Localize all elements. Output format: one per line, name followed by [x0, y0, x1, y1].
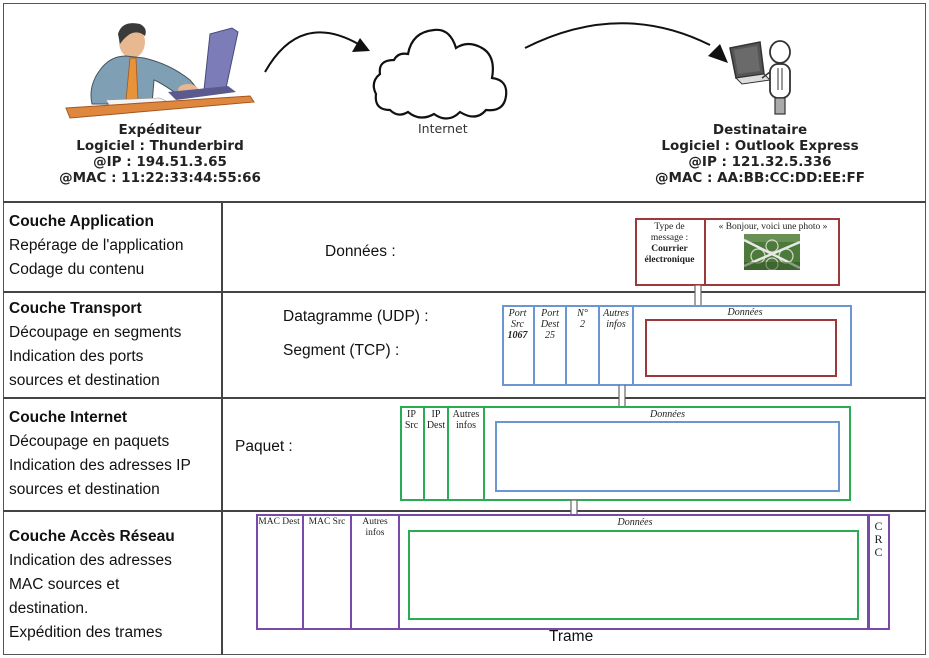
encapsulated-segment: [495, 421, 840, 492]
network-frame-box: [256, 514, 870, 630]
diagram-frame: [3, 3, 926, 655]
receiver-info: Destinataire Logiciel : Outlook Express …: [640, 122, 880, 186]
encapsulated-packet: [408, 530, 859, 620]
layer-title: Couche Application: [9, 213, 154, 230]
header-field-mac-src: MAC Src: [304, 514, 352, 630]
message-content-text: « Bonjour, voici une photo »: [718, 222, 828, 232]
receiver-ip: @IP : 121.32.5.336: [688, 154, 832, 170]
header-field-other-info: Autres infos: [600, 305, 634, 386]
arrow-head-icon: [708, 44, 728, 63]
column-divider: [221, 201, 223, 655]
receiver-role: Destinataire: [712, 122, 808, 138]
message-type-field: Type de message : Courrier électronique: [635, 218, 706, 286]
header-field-ip-src: IP Src: [400, 406, 425, 501]
layer-title: Couche Transport: [9, 300, 142, 317]
encapsulated-application-data: [645, 319, 837, 377]
payload-label: Données: [617, 517, 653, 528]
sender-role: Expéditeur: [118, 122, 202, 138]
layer-transport: Couche Transport Découpage en segments I…: [9, 297, 181, 393]
header-field-mac-dest: MAC Dest: [256, 514, 304, 630]
sender-info: Expéditeur Logiciel : Thunderbird @IP : …: [40, 122, 280, 186]
layer-desc-line: destination.: [9, 600, 89, 617]
trailer-field-crc: C R C: [867, 514, 890, 630]
layer-desc-line: sources et destination: [9, 481, 160, 498]
person-at-laptop-icon: [65, 23, 255, 119]
header-field-src-port: Port Src 1067: [502, 305, 535, 386]
layer-desc-line: Repérage de l'application: [9, 237, 184, 254]
header-field-ip-dest: IP Dest: [425, 406, 449, 501]
pdu-label-paquet: Paquet :: [235, 438, 293, 455]
layer-internet: Couche Internet Découpage en paquets Ind…: [9, 406, 191, 502]
row-divider: [3, 291, 926, 293]
header-field-other-info: Autres infos: [449, 406, 485, 501]
layer-desc-line: Découpage en segments: [9, 324, 182, 341]
receiver-software: Logiciel : Outlook Express: [661, 138, 859, 154]
transmission-arrows: [264, 22, 728, 73]
layer-desc-line: MAC sources et: [9, 576, 120, 593]
receiver-mac: @MAC : AA:BB:CC:DD:EE:FF: [655, 170, 865, 186]
layer-desc-line: Découpage en paquets: [9, 433, 170, 450]
row-divider: [3, 510, 926, 512]
arrow-head-icon: [352, 38, 370, 52]
layer-desc-line: Indication des adresses IP: [9, 457, 191, 474]
application-data-box: [635, 218, 840, 286]
internet-label: Internet: [418, 121, 468, 136]
header-field-dest-port: Port Dest 25: [535, 305, 567, 386]
arrow-internet-to-receiver: [524, 22, 711, 49]
arrow-sender-to-internet: [264, 31, 361, 73]
photo-thumbnail-icon: [744, 234, 800, 270]
cloud-icon: [372, 28, 508, 120]
layer-network-access: Couche Accès Réseau Indication des adres…: [9, 525, 175, 645]
pdu-label-trame: Trame: [549, 628, 594, 645]
pdu-label-segment: Segment (TCP) :: [283, 342, 400, 359]
pdu-label-datagramme: Datagramme (UDP) :: [283, 308, 429, 325]
layer-title: Couche Accès Réseau: [9, 528, 175, 545]
layer-application: Couche Application Repérage de l'applica…: [9, 210, 183, 282]
layer-desc-line: sources et destination: [9, 372, 160, 389]
layer-desc-line: Codage du contenu: [9, 261, 145, 278]
person-with-laptop-icon: [729, 40, 791, 115]
payload-label: Données: [650, 409, 685, 420]
row-divider: [3, 397, 926, 399]
header-field-other-info: Autres infos: [352, 514, 400, 630]
payload-label: Données: [727, 307, 763, 318]
sender-mac: @MAC : 11:22:33:44:55:66: [59, 170, 261, 186]
sender-ip: @IP : 194.51.3.65: [93, 154, 227, 170]
layer-desc-line: Expédition des trames: [9, 624, 163, 641]
layer-desc-line: Indication des adresses: [9, 552, 172, 569]
sender-software: Logiciel : Thunderbird: [76, 138, 244, 154]
layer-desc-line: Indication des ports: [9, 348, 144, 365]
transport-segment-box: [502, 305, 852, 386]
pdu-label-donnees: Données :: [325, 243, 396, 260]
header-field-sequence-number: N° 2: [567, 305, 600, 386]
layer-title: Couche Internet: [9, 409, 127, 426]
row-divider: [3, 201, 926, 203]
